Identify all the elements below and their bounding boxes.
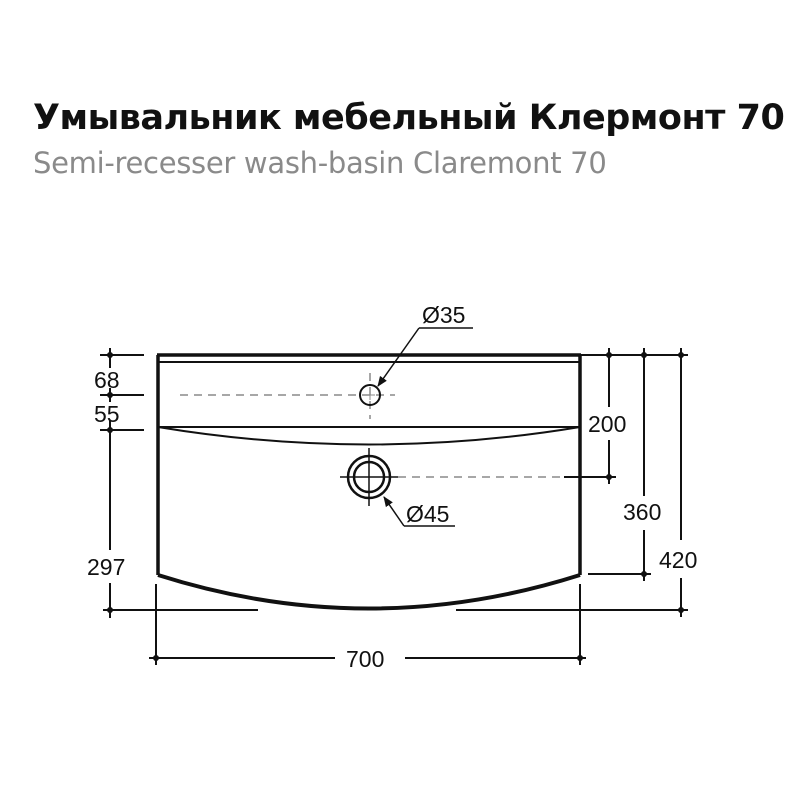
drain-hole-diameter-label: Ø45	[406, 501, 449, 527]
drain-hole-leader	[383, 496, 455, 527]
page-title: Умывальник мебельный Клермонт 70	[33, 98, 785, 138]
tap-hole-leader	[377, 327, 473, 387]
dim-55-label: 55	[94, 401, 120, 427]
right-dimension-lines	[564, 348, 688, 617]
left-dimension-ticks	[107, 352, 113, 613]
dim-68-label: 68	[94, 367, 120, 393]
tap-hole-diameter-label: Ø35	[422, 302, 465, 328]
basin-outline	[156, 353, 582, 611]
dim-420-label: 420	[659, 547, 697, 573]
centerlines	[180, 373, 395, 419]
dim-297-label: 297	[87, 554, 125, 580]
right-dimension-ticks	[606, 352, 684, 613]
bottom-dimension-ticks	[153, 655, 583, 661]
drain-centerlines	[340, 448, 398, 506]
dim-700-label: 700	[346, 646, 384, 672]
drain-hole	[346, 454, 392, 500]
bottom-dimension-lines	[149, 584, 688, 665]
dim-360-label: 360	[623, 499, 661, 525]
page-subtitle: Semi-recesser wash-basin Claremont 70	[33, 146, 607, 180]
dim-200-label: 200	[588, 411, 626, 437]
tap-hole	[359, 384, 381, 406]
